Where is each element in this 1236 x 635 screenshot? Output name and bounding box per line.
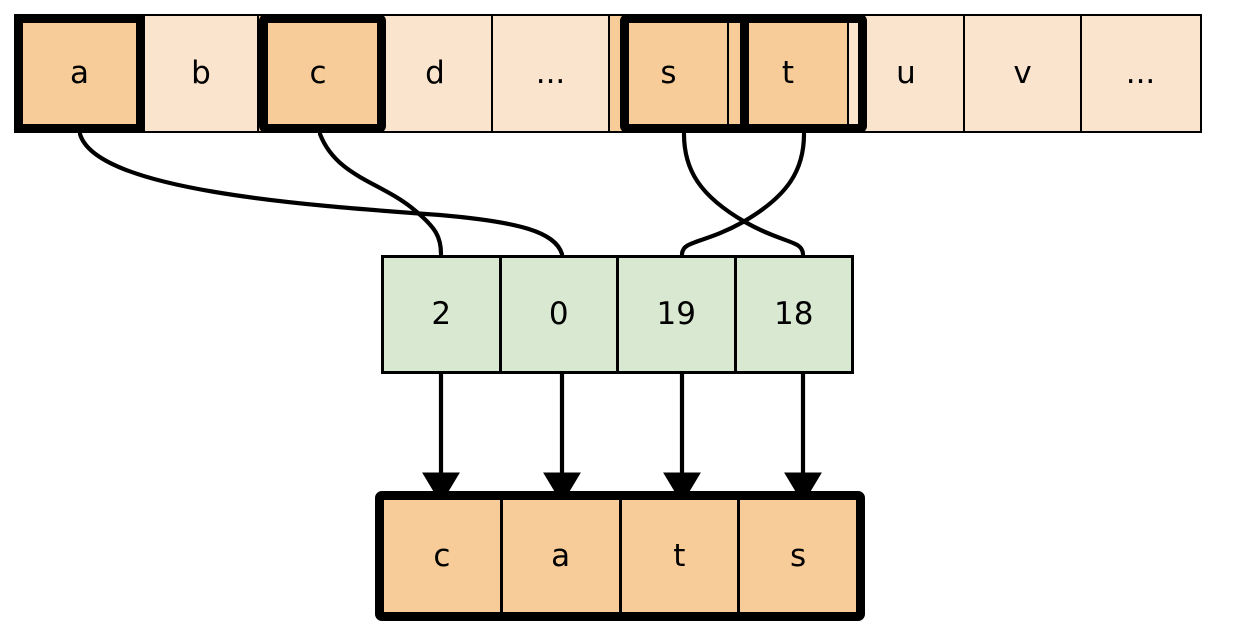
alphabet-cell-label: d (425, 55, 445, 91)
word-cell-2[interactable]: t (621, 500, 741, 612)
word-cell-letter: c (433, 537, 451, 574)
index-cell-value: 2 (431, 296, 452, 332)
curve-s-to-index-3 (681, 131, 806, 257)
alphabet-cell-label: b (191, 55, 211, 91)
index-cell-value: 0 (548, 296, 569, 332)
alphabet-cell-ellipsis-4[interactable]: ... (491, 14, 610, 133)
curve-a-to-index-1 (77, 131, 565, 257)
word-cell-0[interactable]: c (384, 500, 503, 612)
alphabet-cell-b[interactable]: b (142, 14, 260, 133)
alphabet-cell-label: t (781, 55, 795, 91)
word-cell-letter: a (551, 537, 571, 574)
index-cell-0[interactable]: 2 (381, 255, 502, 374)
alphabet-cell-label: c (309, 55, 327, 91)
alphabet-cell-c[interactable]: c (257, 14, 379, 133)
alphabet-cell-ellipsis-9[interactable]: ... (1079, 14, 1202, 133)
index-cell-value: 18 (774, 296, 814, 332)
word-cell-3[interactable]: s (740, 500, 856, 612)
alphabet-cell-v[interactable]: v (963, 14, 1082, 133)
word-cell-letter: s (790, 537, 807, 574)
alphabet-cell-s[interactable]: s (607, 14, 730, 133)
st-group-divider (740, 14, 749, 133)
index-cell-1[interactable]: 0 (498, 255, 619, 374)
index-cell-value: 19 (656, 296, 696, 332)
alphabet-cell-label: a (70, 55, 89, 91)
word-cell-letter: t (673, 537, 686, 574)
alphabet-cell-label: ... (1125, 55, 1156, 91)
curve-c-to-index-0 (317, 131, 444, 257)
alphabet-cell-d[interactable]: d (376, 14, 494, 133)
alphabet-cell-label: ... (535, 55, 566, 91)
alphabet-cell-label: v (1013, 55, 1032, 91)
word-cell-1[interactable]: a (502, 500, 622, 612)
alphabet-cell-label: s (660, 55, 677, 91)
index-cell-2[interactable]: 19 (616, 255, 737, 374)
alphabet-cell-u[interactable]: u (846, 14, 966, 133)
alphabet-cell-label: u (896, 55, 916, 91)
index-cell-3[interactable]: 18 (733, 255, 854, 374)
alphabet-cell-a[interactable]: a (14, 14, 145, 133)
alphabet-row: a b c d... s t u v... (14, 14, 1202, 133)
curve-t-to-index-2 (679, 131, 807, 257)
